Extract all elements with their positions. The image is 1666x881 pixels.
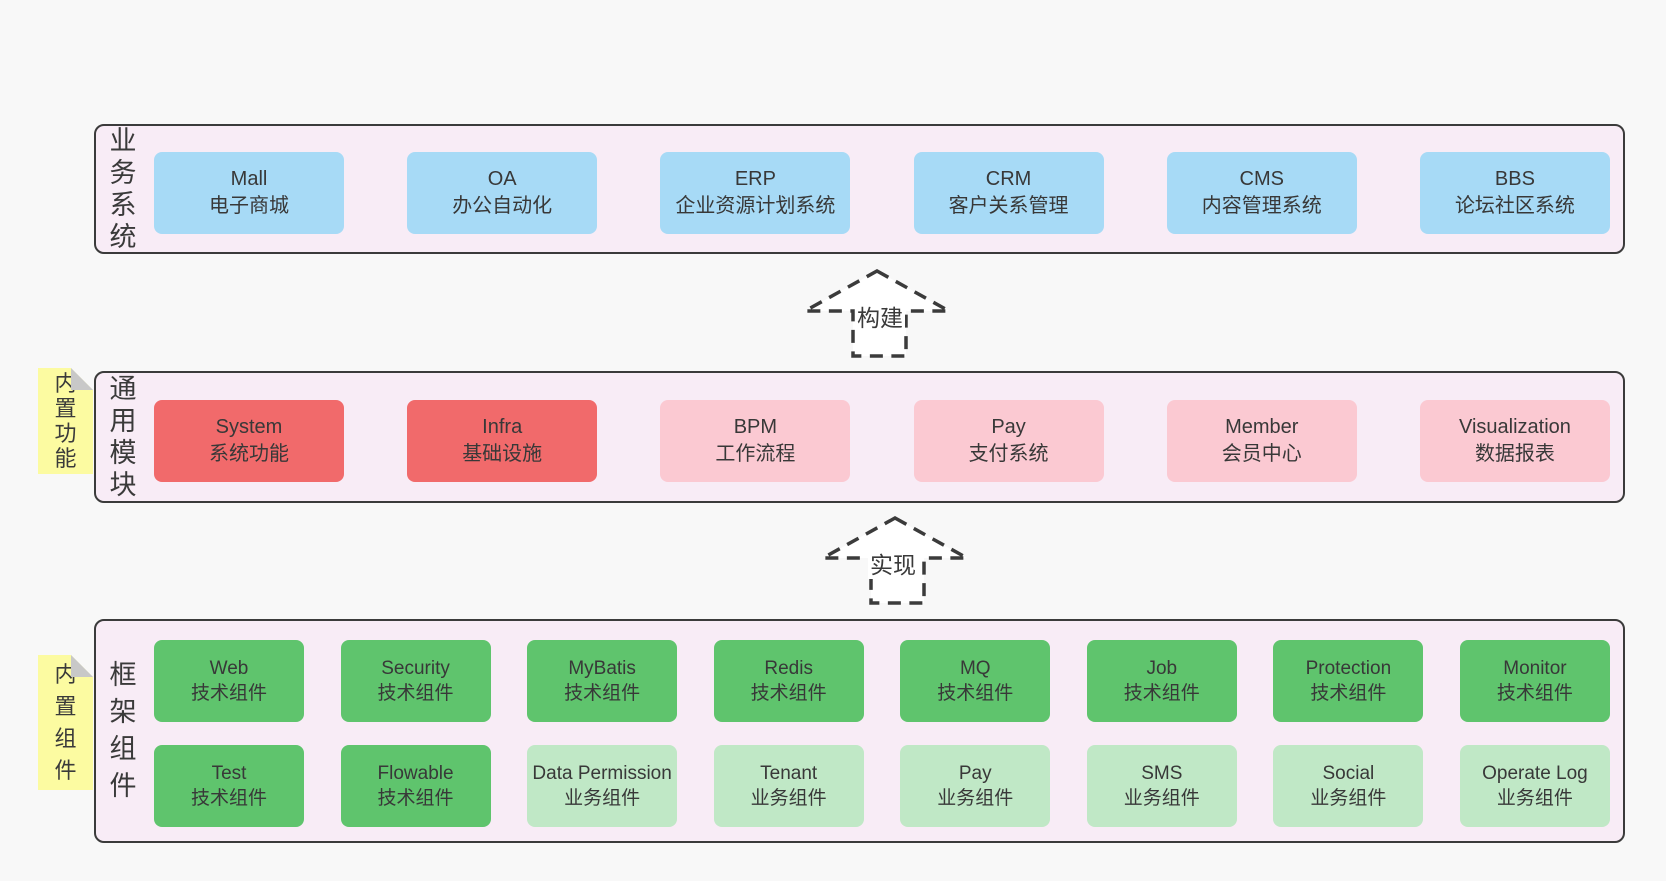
tag-fold-corner-icon (71, 368, 93, 390)
section-vertical-label: 业务系统 (109, 126, 137, 252)
components-box-row-1: Web 技术组件 Security 技术组件 MyBatis 技术组件 Redi… (154, 640, 1610, 722)
section-vertical-label: 框架组件 (109, 660, 137, 801)
tag-built-in-features-label: 内置功能 (54, 371, 77, 471)
tag-built-in-components: 内置组件 (38, 655, 93, 790)
box-redis: Redis 技术组件 (713, 640, 864, 722)
box-operate-log: Operate Log 业务组件 (1459, 745, 1610, 827)
box-flowable: Flowable 技术组件 (340, 745, 491, 827)
box-pay-biz: Pay 业务组件 (900, 745, 1051, 827)
box-security: Security 技术组件 (340, 640, 491, 722)
box-mall: Mall 电子商城 (154, 152, 344, 234)
arrow-implement: 实现 (820, 515, 970, 606)
arrow-implement-label: 实现 (868, 552, 918, 579)
section-business-systems: 业务系统 Mall 电子商城 OA 办公自动化 ERP 企业资源计划系统 CRM… (94, 124, 1625, 254)
box-oa: OA 办公自动化 (407, 152, 598, 234)
components-box-row-2: Test 技术组件 Flowable 技术组件 Data Permission … (154, 745, 1610, 827)
box-monitor: Monitor 技术组件 (1459, 640, 1610, 722)
arrow-build-label: 构建 (855, 305, 905, 332)
tag-built-in-components-label: 内置组件 (54, 661, 77, 783)
box-crm: CRM 客户关系管理 (913, 152, 1104, 234)
section-vertical-label: 通用模块 (109, 374, 137, 500)
box-system: System 系统功能 (154, 400, 344, 482)
box-mybatis: MyBatis 技术组件 (527, 640, 678, 722)
box-pay: Pay 支付系统 (913, 400, 1104, 482)
box-infra: Infra 基础设施 (407, 400, 598, 482)
box-bbs: BBS 论坛社区系统 (1419, 152, 1610, 234)
box-data-permission: Data Permission 业务组件 (527, 745, 678, 827)
section-framework-components: 框架组件 Web 技术组件 Security 技术组件 MyBatis 技术组件… (94, 619, 1625, 843)
box-social: Social 业务组件 (1273, 745, 1424, 827)
box-job: Job 技术组件 (1086, 640, 1237, 722)
box-visualization: Visualization 数据报表 (1419, 400, 1610, 482)
modules-box-row: System 系统功能 Infra 基础设施 BPM 工作流程 Pay 支付系统… (154, 400, 1610, 482)
section-common-modules: 通用模块 System 系统功能 Infra 基础设施 BPM 工作流程 Pay… (94, 371, 1625, 503)
box-web: Web 技术组件 (154, 640, 304, 722)
box-tenant: Tenant 业务组件 (713, 745, 864, 827)
tag-fold-corner-icon (71, 655, 93, 677)
business-box-row: Mall 电子商城 OA 办公自动化 ERP 企业资源计划系统 CRM 客户关系… (154, 152, 1610, 234)
box-bpm: BPM 工作流程 (660, 400, 851, 482)
arrow-build: 构建 (802, 268, 952, 359)
box-cms: CMS 内容管理系统 (1166, 152, 1357, 234)
box-protection: Protection 技术组件 (1273, 640, 1424, 722)
box-mq: MQ 技术组件 (900, 640, 1051, 722)
box-member: Member 会员中心 (1166, 400, 1357, 482)
box-sms: SMS 业务组件 (1086, 745, 1237, 827)
box-test: Test 技术组件 (154, 745, 304, 827)
box-erp: ERP 企业资源计划系统 (660, 152, 851, 234)
